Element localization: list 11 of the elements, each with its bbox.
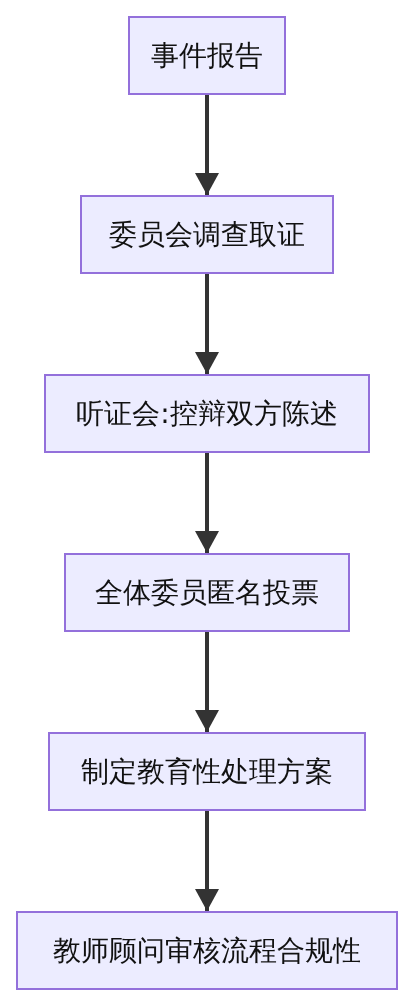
arrow <box>195 453 219 553</box>
arrow <box>195 811 219 911</box>
arrow <box>195 632 219 732</box>
arrow <box>195 274 219 374</box>
process-box: 事件报告 <box>128 16 286 95</box>
process-box: 听证会:控辩双方陈述 <box>44 374 370 453</box>
process-box: 教师顾问审核流程合规性 <box>16 911 398 990</box>
process-box: 全体委员匿名投票 <box>64 553 350 632</box>
arrow <box>195 95 219 195</box>
process-box: 制定教育性处理方案 <box>48 732 366 811</box>
process-box: 委员会调查取证 <box>80 195 334 274</box>
